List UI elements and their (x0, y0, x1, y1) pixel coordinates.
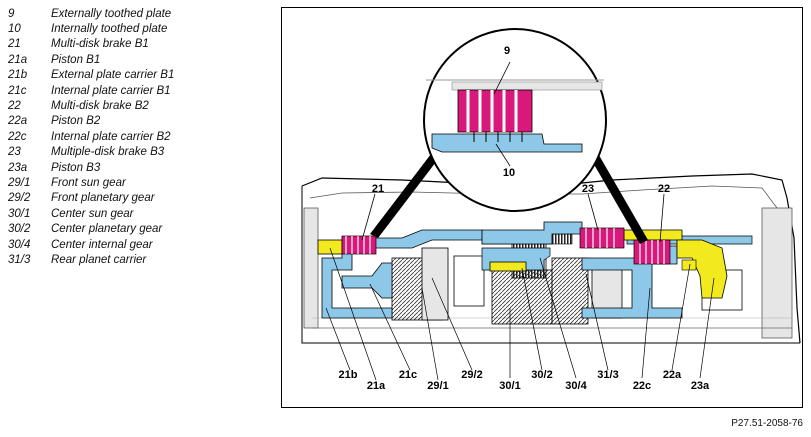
label-31-3: 31/3 (597, 369, 618, 381)
legend-row: 23a Piston B3 (8, 160, 268, 175)
legend-row: 29/1 Front sun gear (8, 175, 268, 190)
front-planetary-gear (421, 247, 449, 321)
legend-number: 30/2 (8, 223, 31, 236)
piston-b2 (623, 229, 683, 241)
multi-disk-brake-b1 (341, 235, 377, 255)
label-21c: 21c (399, 369, 417, 381)
figure-reference: P27.51-2058-76 (731, 418, 803, 429)
legend-number: 21 (8, 38, 21, 51)
label-22a: 22a (663, 369, 682, 381)
legend-description: Externally toothed plate (51, 7, 172, 20)
pistons (317, 229, 728, 299)
legend-description: Multi-disk brake B2 (51, 100, 149, 113)
label-10: 10 (503, 167, 515, 179)
diagram-frame: 9 10 21 23 22 21b 21a (281, 7, 803, 408)
legend-row: 9 Externally toothed plate (8, 6, 268, 21)
legend-row: 30/1 Center sun gear (8, 206, 268, 221)
legend: 9 Externally toothed plate 10 Internally to… (8, 6, 268, 268)
legend-description: Front planetary gear (51, 192, 155, 205)
transmission-diagram: 9 10 21 23 22 21b 21a (301, 28, 801, 392)
legend-description: Center sun gear (51, 207, 134, 220)
legend-number: 23 (8, 146, 21, 159)
top-callouts: 21 23 22 (361, 183, 670, 243)
label-9: 9 (504, 45, 510, 57)
label-23a: 23a (691, 380, 710, 392)
legend-row: 21b External plate carrier B1 (8, 68, 268, 83)
legend-description: Center internal gear (51, 238, 153, 251)
legend-number: 21b (8, 69, 28, 82)
legend-number: 29/1 (8, 176, 31, 189)
legend-number: 31/3 (8, 253, 31, 266)
legend-number: 30/4 (8, 238, 31, 251)
piston-b1 (317, 239, 343, 255)
label-21b: 21b (339, 369, 358, 381)
legend-description: Center planetary gear (51, 223, 163, 236)
legend-row: 22c Internal plate carrier B2 (8, 129, 268, 144)
legend-row: 30/4 Center internal gear (8, 237, 268, 252)
multiple-disk-brake-b3 (579, 227, 625, 249)
legend-number: 22a (8, 115, 28, 128)
externally-toothed-plate (457, 89, 533, 133)
housing (301, 173, 801, 344)
legend-row: 22a Piston B2 (8, 114, 268, 129)
label-21a: 21a (367, 380, 386, 392)
legend-row: 10 Internally toothed plate (8, 21, 268, 36)
legend-description: Piston B3 (51, 161, 101, 174)
legend-description: Internally toothed plate (51, 23, 168, 36)
internal-plate-carrier-b1 (341, 262, 393, 299)
legend-number: 10 (8, 23, 21, 36)
label-30-4: 30/4 (565, 380, 587, 392)
legend-description: Internal plate carrier B1 (51, 84, 171, 97)
label-30-1: 30/1 (499, 380, 520, 392)
legend-row: 21c Internal plate carrier B1 (8, 83, 268, 98)
legend-number: 21a (8, 53, 28, 66)
legend-row: 31/3 Rear planet carrier (8, 252, 268, 267)
external-plate-carrier-b1 (321, 229, 483, 319)
label-22c: 22c (633, 380, 651, 392)
legend-number: 22 (8, 100, 21, 113)
legend-number: 29/2 (8, 192, 31, 205)
internally-toothed-plate (431, 133, 583, 153)
legend-number: 30/1 (8, 207, 31, 220)
label-29-2: 29/2 (461, 369, 482, 381)
label-23: 23 (582, 183, 594, 195)
legend-description: Piston B2 (51, 115, 101, 128)
label-30-2: 30/2 (531, 369, 552, 381)
legend-description: Multiple-disk brake B3 (51, 146, 165, 159)
legend-description: Front sun gear (51, 176, 126, 189)
bottom-callouts: 21b 21a 21c 29/1 29/2 30/1 30/2 30/4 31/… (325, 247, 715, 392)
label-29-1: 29/1 (427, 380, 448, 392)
legend-description: Internal plate carrier B2 (51, 130, 171, 143)
legend-description: Rear planet carrier (51, 253, 147, 266)
legend-number: 9 (8, 7, 15, 20)
label-21: 21 (372, 183, 384, 195)
legend-description: External plate carrier B1 (51, 69, 175, 82)
legend-number: 21c (8, 84, 27, 97)
legend-description: Multi-disk brake B1 (51, 38, 149, 51)
legend-row: 21a Piston B1 (8, 52, 268, 67)
label-22: 22 (658, 183, 670, 195)
legend-row: 29/2 Front planetary gear (8, 191, 268, 206)
legend-number: 23a (8, 161, 28, 174)
legend-number: 22c (8, 130, 27, 143)
legend-row: 30/2 Center planetary gear (8, 221, 268, 236)
legend-row: 23 Multiple-disk brake B3 (8, 145, 268, 160)
legend-row: 22 Multi-disk brake B2 (8, 98, 268, 113)
legend-row: 21 Multi-disk brake B1 (8, 37, 268, 52)
detail-magnifier: 9 10 (370, 28, 648, 244)
piston-b3 (676, 239, 728, 299)
legend-description: Piston B1 (51, 53, 101, 66)
